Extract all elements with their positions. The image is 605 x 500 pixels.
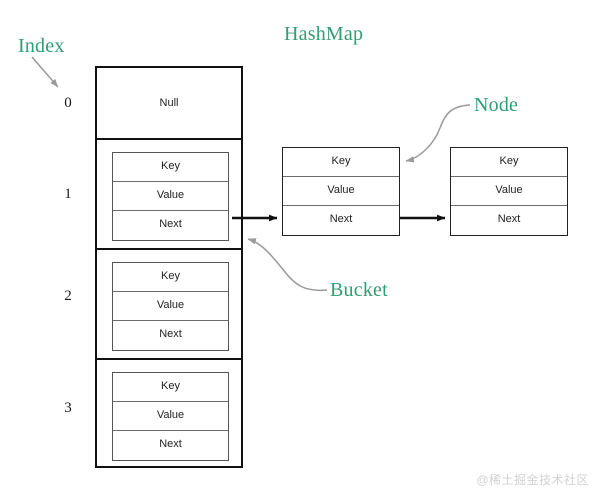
bucket-node-3[interactable]: Key Value Next: [112, 372, 229, 461]
bucket-slot-0[interactable]: Null: [97, 68, 241, 140]
node-key-cell: Key: [113, 153, 228, 182]
node-key-cell: Key: [283, 148, 399, 177]
index-label-0: 0: [64, 95, 72, 111]
arrow-bucket-annotation: [247, 238, 328, 292]
node-next-cell: Next: [113, 431, 228, 460]
node-value-cell: Value: [283, 177, 399, 206]
bucket-node-2[interactable]: Key Value Next: [112, 262, 229, 351]
node-key-cell: Key: [113, 263, 228, 292]
node-next-cell: Next: [113, 321, 228, 350]
bucket-slot-3[interactable]: Key Value Next: [97, 360, 241, 466]
bucket-slot-2[interactable]: Key Value Next: [97, 250, 241, 360]
index-label-3: 3: [64, 400, 72, 416]
node-key-cell: Key: [113, 373, 228, 402]
annotation-index: Index: [18, 35, 65, 57]
annotation-node: Node: [474, 94, 519, 116]
bucket-slot-1[interactable]: Key Value Next: [97, 140, 241, 250]
diagram-title: HashMap: [284, 23, 364, 45]
node-next-cell: Next: [451, 206, 567, 235]
bucket-array-table: Null Key Value Next Key Value Next Key V…: [95, 66, 243, 468]
index-label-2: 2: [64, 288, 72, 304]
bucket-node-1[interactable]: Key Value Next: [112, 152, 229, 241]
node-value-cell: Value: [113, 402, 228, 431]
annotation-bucket: Bucket: [330, 279, 388, 301]
node-value-cell: Value: [113, 182, 228, 211]
node-value-cell: Value: [451, 177, 567, 206]
arrow-index-annotation: [31, 56, 59, 88]
chain-node-1[interactable]: Key Value Next: [282, 147, 400, 236]
node-next-cell: Next: [283, 206, 399, 235]
null-label: Null: [159, 97, 179, 109]
node-key-cell: Key: [451, 148, 567, 177]
node-value-cell: Value: [113, 292, 228, 321]
chain-node-2[interactable]: Key Value Next: [450, 147, 568, 236]
node-next-cell: Next: [113, 211, 228, 240]
index-label-1: 1: [64, 186, 72, 202]
watermark: @稀土掘金技术社区: [476, 473, 589, 487]
